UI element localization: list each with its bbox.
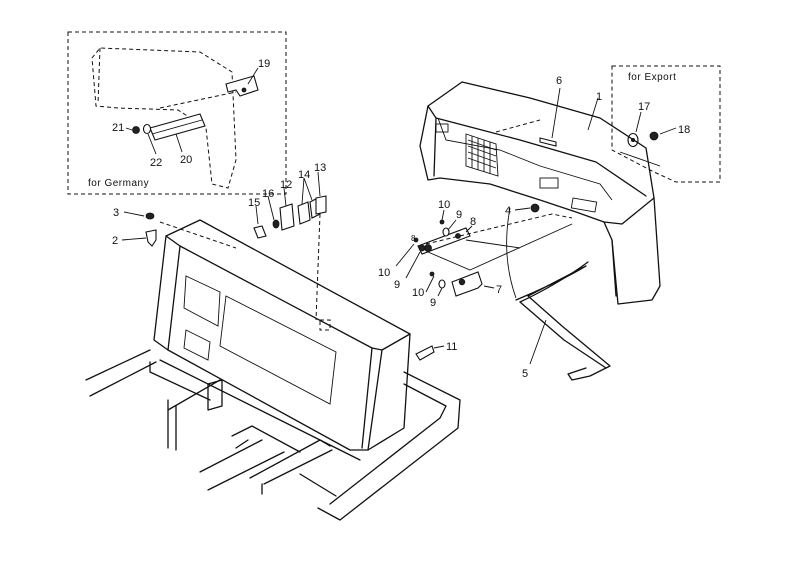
callout-7: 7 [496,284,502,296]
callout-15: 15 [248,197,260,209]
screw-15 [253,225,267,239]
callout-21: 21 [112,122,124,134]
callout-3: 3 [113,207,119,219]
callout-13: 13 [314,162,326,174]
callout-6: 6 [556,75,562,87]
bracket-13 [315,195,327,215]
export-note: for Export [628,72,676,83]
hardware-left: 10 9 8 [378,234,426,291]
callout-9c: 9 [430,297,436,309]
bracket-14a [297,201,311,225]
callout-9a: 9 [456,209,462,221]
nut-18 [649,131,659,141]
callout-11: 11 [446,341,457,353]
germany-inset: 19 20 21 22 for Germany [67,31,287,195]
nut-4: 4 [505,203,540,217]
callout-2: 2 [112,235,118,247]
assembly-line-a [425,213,573,245]
callout-8b: 8 [411,234,416,243]
label-6 [539,137,557,147]
callout-17: 17 [638,101,650,113]
vent-grille [465,133,499,177]
callout-8: 8 [470,216,476,228]
export-inset: for Export 17 18 [611,65,721,183]
germany-note: for Germany [88,178,149,189]
washer-16 [272,219,280,229]
germany-inset-border [67,31,287,195]
callout-16: 16 [262,188,274,200]
screw-2-nut-3: 3 2 [112,207,237,249]
callout-20: 20 [180,154,192,166]
callout-12: 12 [280,179,292,191]
callout-18: 18 [678,124,690,136]
hardware-lower: 10 9 [412,271,446,309]
screw-2 [145,229,157,247]
bracket-8: 8 [417,216,521,255]
hinge-parts: 15 16 12 14 13 [248,162,327,321]
callout-14: 14 [298,169,310,181]
washer-22 [142,123,152,135]
screw-21 [132,126,140,134]
callout-19: 19 [258,58,270,70]
callout-5: 5 [522,368,528,380]
hardware-upper: 10 9 [438,199,462,237]
callout-10c: 10 [412,287,424,299]
bracket-7: 7 [451,271,502,297]
export-inset-border [611,65,721,183]
cable-5: 5 [506,207,611,381]
callout-10b: 10 [378,267,390,279]
callout-22: 22 [150,157,162,169]
printer-base: 11 [85,219,461,521]
screw-11 [415,345,435,361]
callout-9b: 9 [394,279,400,291]
panel-window [219,295,337,405]
nut-3 [145,212,155,220]
callout-1: 1 [596,91,602,103]
callout-10a: 10 [438,199,450,211]
callout-4: 4 [505,205,511,217]
assembly-line-b [427,223,573,271]
bracket-12 [279,203,295,231]
top-cover-1: 6 1 [419,75,661,305]
